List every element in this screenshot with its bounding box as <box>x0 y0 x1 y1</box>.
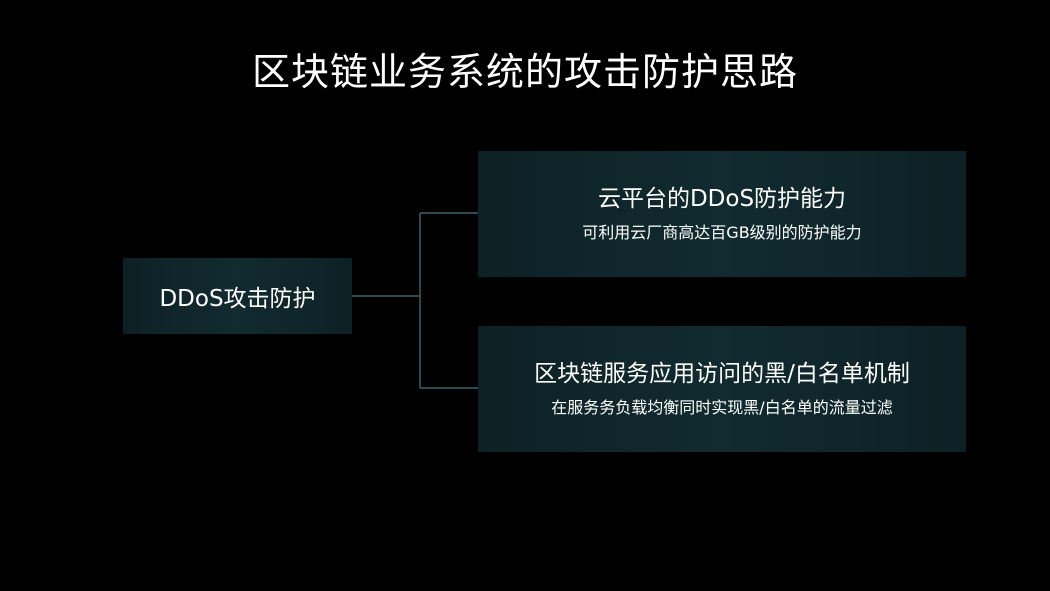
root-node: DDoS攻击防护 <box>123 258 352 334</box>
branch-node-title: 云平台的DDoS防护能力 <box>597 186 847 212</box>
branch-node-cloud-ddos: 云平台的DDoS防护能力 可利用云厂商高达百GB级别的防护能力 <box>478 151 966 277</box>
branch-node-subtitle: 可利用云厂商高达百GB级别的防护能力 <box>582 223 862 242</box>
branch-node-subtitle: 在服务务负载均衡同时实现黑/白名单的流量过滤 <box>551 398 893 417</box>
branch-node-blackwhitelist: 区块链服务应用访问的黑/白名单机制 在服务务负载均衡同时实现黑/白名单的流量过滤 <box>478 326 966 452</box>
root-node-label: DDoS攻击防护 <box>159 286 316 312</box>
branch-node-title: 区块链服务应用访问的黑/白名单机制 <box>534 361 910 387</box>
page-title: 区块链业务系统的攻击防护思路 <box>251 50 798 94</box>
